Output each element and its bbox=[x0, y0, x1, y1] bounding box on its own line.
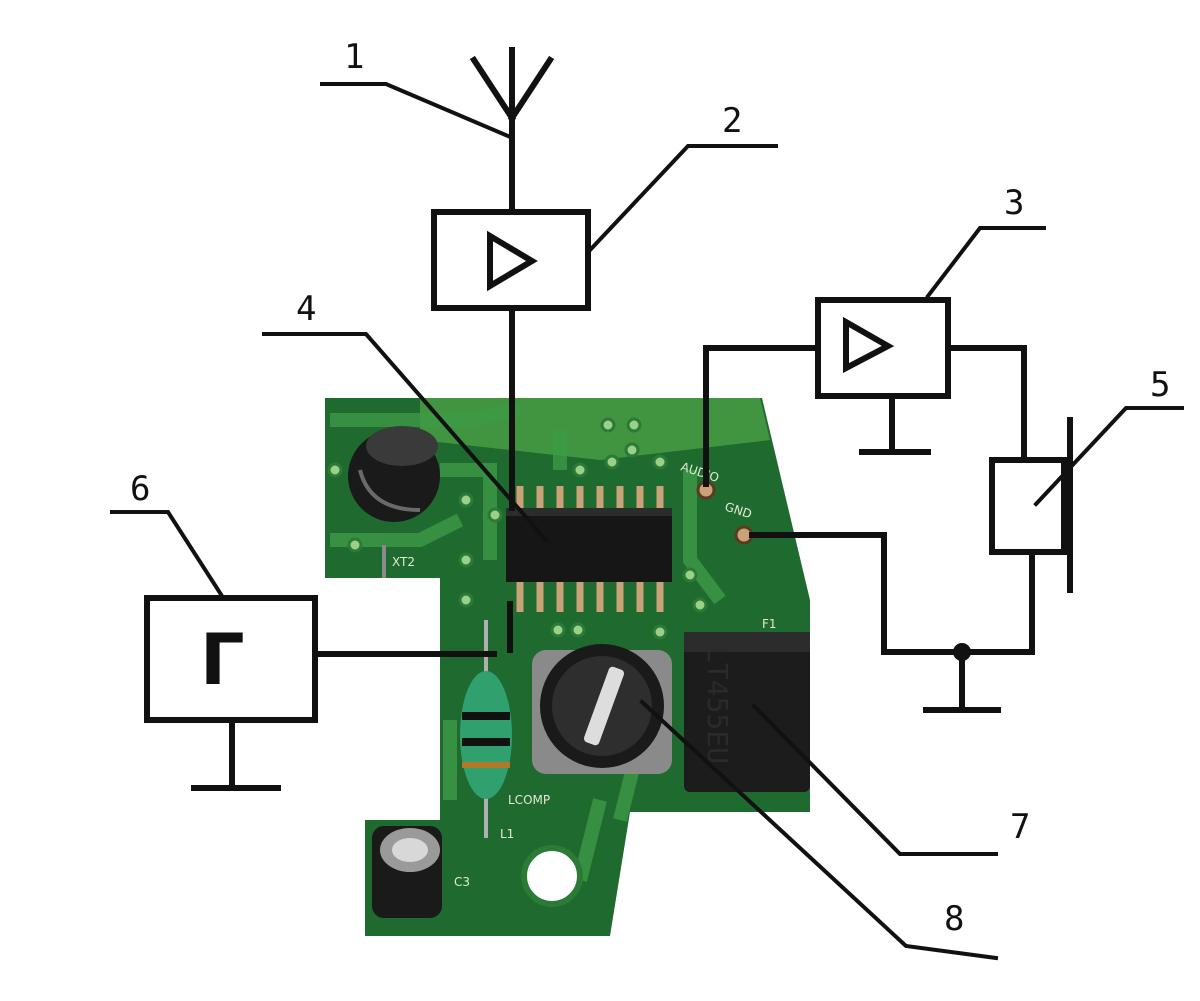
ic-chip bbox=[506, 486, 672, 612]
filter-marking: LT455EU bbox=[701, 646, 734, 764]
callout-4: 4 bbox=[296, 289, 316, 329]
leader-2 bbox=[587, 144, 778, 253]
leader-4 bbox=[262, 332, 549, 543]
pcb-board: AUDIO GND XT2 LCOMP L1 C3 F1 bbox=[325, 398, 810, 936]
leader-1 bbox=[320, 82, 511, 139]
capacitor-bottom bbox=[372, 826, 442, 918]
ground-junction bbox=[953, 643, 971, 661]
rf-amplifier-block bbox=[431, 209, 591, 311]
silk-l1: L1 bbox=[500, 827, 514, 841]
callout-3: 3 bbox=[1004, 183, 1024, 223]
ceramic-filter: LT455EU bbox=[684, 632, 810, 792]
audio-amplifier-block bbox=[703, 297, 1027, 487]
inductor-l1 bbox=[460, 620, 512, 838]
callout-5: 5 bbox=[1150, 365, 1170, 405]
silk-xt2: XT2 bbox=[392, 555, 415, 569]
loudspeaker-block bbox=[989, 417, 1073, 655]
silk-c3: C3 bbox=[454, 875, 470, 889]
callout-8: 8 bbox=[944, 899, 964, 939]
antenna-symbol bbox=[469, 47, 555, 215]
capacitor-top bbox=[348, 426, 440, 522]
callout-numbers: 1 2 3 4 5 6 7 8 bbox=[130, 37, 1170, 939]
silk-f1: F1 bbox=[762, 617, 777, 631]
generator-block bbox=[144, 595, 497, 791]
leader-8 bbox=[639, 699, 999, 961]
callout-6: 6 bbox=[130, 469, 150, 509]
pcb-vias bbox=[327, 417, 708, 640]
schematic-lines bbox=[110, 47, 1184, 961]
leader-5 bbox=[1033, 406, 1184, 507]
variable-coil bbox=[532, 644, 672, 774]
mounting-hole bbox=[521, 845, 583, 907]
leader-7 bbox=[751, 703, 998, 856]
callout-7: 7 bbox=[1010, 807, 1030, 847]
callout-1: 1 bbox=[344, 37, 364, 77]
generator-symbol: Г bbox=[200, 619, 245, 701]
leader-3 bbox=[925, 226, 1046, 299]
leader-6 bbox=[110, 510, 225, 599]
callout-leaders bbox=[110, 82, 1184, 961]
callout-2: 2 bbox=[722, 101, 742, 141]
silk-lcomp: LCOMP bbox=[508, 793, 550, 807]
